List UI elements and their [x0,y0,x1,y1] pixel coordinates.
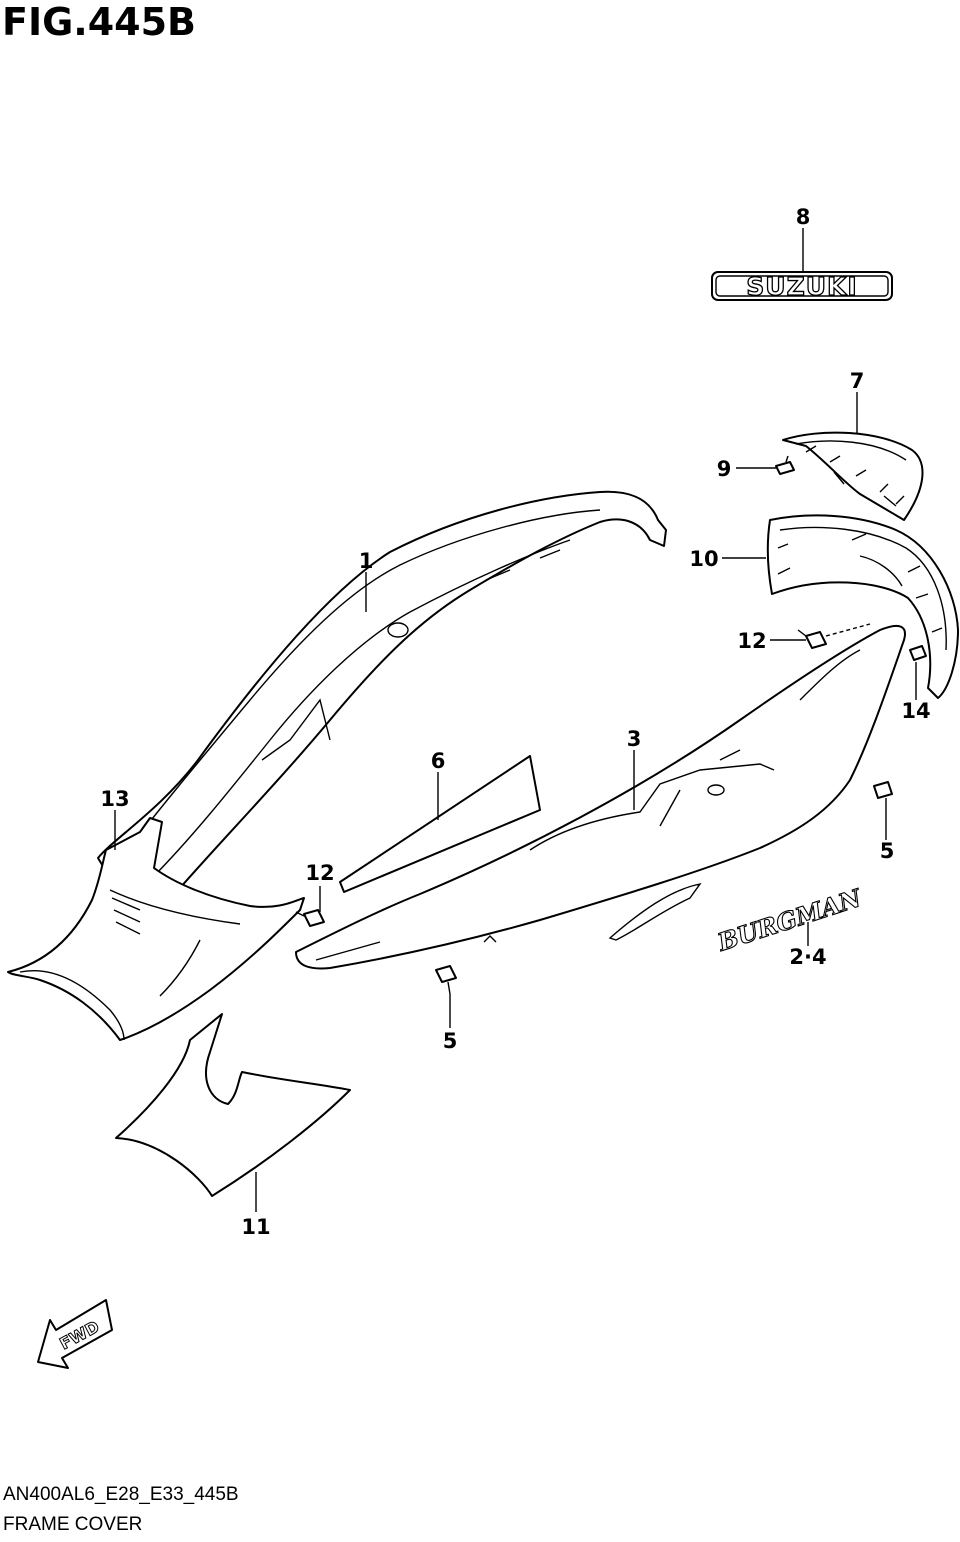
callout-1: 1 [359,549,374,573]
callout-12-left: 12 [305,861,334,885]
callout-5-bottom: 5 [443,1029,458,1053]
callout-13: 13 [100,787,129,811]
pad-part-6 [339,755,541,893]
rear-cover-part-7 [782,431,924,521]
frame-cover-part-1 [97,490,667,901]
screw-part-5-right [873,781,893,799]
lower-panel-part-11 [115,1013,351,1197]
section-name: FRAME COVER [3,1514,143,1535]
figure-title: FIG.445B [2,0,197,44]
fwd-direction-arrow: FWD [37,1299,113,1369]
front-cover-part-13 [7,817,305,1041]
callout-11: 11 [241,1215,270,1239]
rear-lower-cover-part-10 [766,514,959,699]
callout-12-upper: 12 [737,629,766,653]
callout-9: 9 [717,457,732,481]
screw-part-5-bottom [435,965,457,995]
callout-7: 7 [850,369,865,393]
callout-3: 3 [627,727,642,751]
callout-8: 8 [796,205,811,229]
clip-part-14 [909,645,927,661]
callout-2-4: 2·4 [789,945,826,969]
callout-5-right: 5 [880,839,895,863]
callout-6: 6 [431,749,446,773]
side-cover-part-3 [295,624,906,970]
clip-part-9 [775,455,795,475]
suzuki-emblem-part-8: SUZUKI [711,271,893,302]
suzuki-emblem-text: SUZUKI [746,272,857,301]
model-code: AN400AL6_E28_E33_445B [3,1484,239,1505]
callout-14: 14 [901,699,930,723]
screw-part-12-upper [797,629,827,649]
callout-10: 10 [689,547,718,571]
screw-part-12-left [295,909,325,927]
